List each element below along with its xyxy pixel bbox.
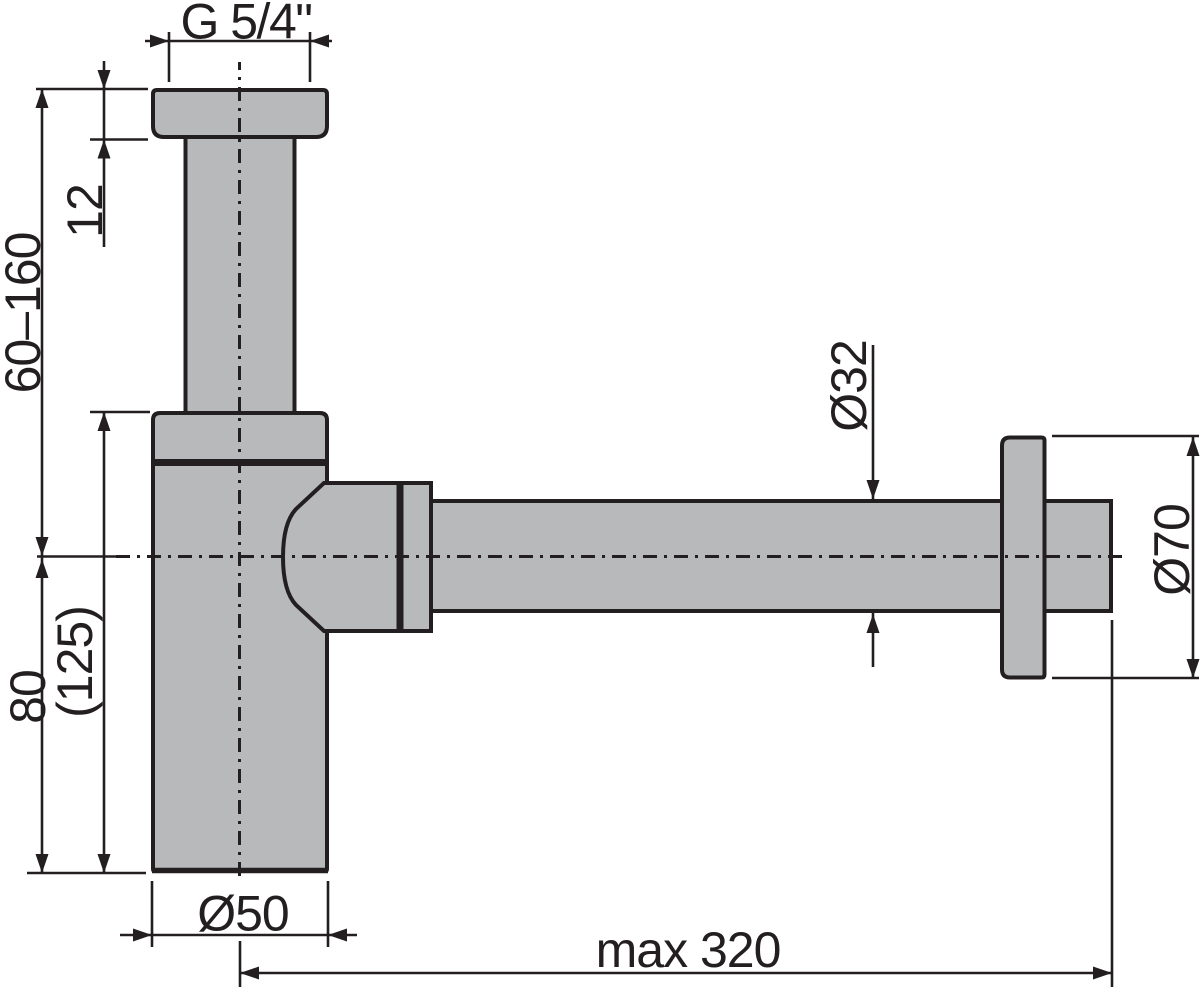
svg-text:60–160: 60–160 <box>0 233 51 394</box>
svg-text:Ø70: Ø70 <box>1144 504 1200 596</box>
svg-text:(125): (125) <box>47 606 103 718</box>
svg-text:80: 80 <box>0 670 56 724</box>
svg-text:12: 12 <box>57 184 113 238</box>
svg-text:Ø50: Ø50 <box>197 886 289 942</box>
svg-text:Ø32: Ø32 <box>821 340 877 432</box>
svg-text:G 5/4": G 5/4" <box>180 0 311 50</box>
svg-text:max 320: max 320 <box>596 922 781 978</box>
